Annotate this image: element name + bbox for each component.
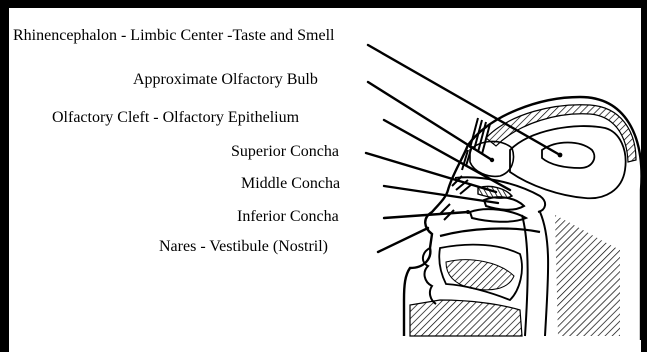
neck-hatched [410, 300, 522, 336]
limbic-center [542, 143, 594, 169]
middle-concha-shape [484, 197, 524, 210]
leader-nares [378, 228, 428, 252]
spine-hatched [555, 215, 620, 336]
inferior-concha-shape [470, 209, 526, 222]
leader-lines [366, 45, 560, 252]
